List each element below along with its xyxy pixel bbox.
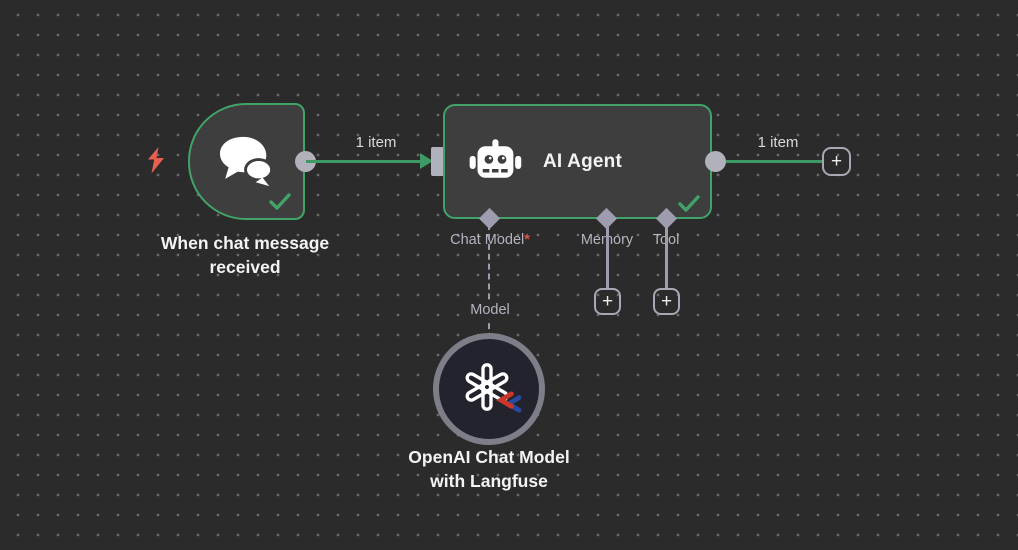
robot-icon (467, 138, 523, 185)
add-tool-button[interactable]: + (653, 288, 680, 315)
trigger-output-endpoint[interactable] (295, 151, 316, 172)
agent-node-title: AI Agent (543, 150, 623, 172)
connection-items-label: 1 item (757, 134, 799, 151)
required-asterisk: * (524, 232, 530, 248)
node-ai-agent[interactable]: AI Agent (443, 104, 712, 219)
model-connection-label: Model (465, 301, 515, 319)
connection-agent-output[interactable] (726, 160, 822, 163)
langfuse-badge-icon (496, 391, 523, 414)
model-connection-line[interactable] (488, 224, 490, 339)
model-node-label: OpenAI Chat Model with Langfuse (408, 447, 570, 491)
agent-input-endpoint[interactable] (431, 147, 444, 176)
add-memory-button[interactable]: + (594, 288, 621, 315)
chat-model-port-label: Chat Model* (450, 232, 530, 248)
node-when-chat-message-received[interactable] (188, 103, 305, 220)
success-check-icon (269, 193, 291, 210)
tool-port-stem (665, 224, 668, 290)
node-openai-chat-model[interactable] (433, 333, 545, 445)
connection-items-label: 1 item (355, 134, 397, 151)
agent-output-endpoint[interactable] (705, 151, 726, 172)
trigger-node-label: When chat message received (160, 233, 330, 277)
connection-arrow-icon (420, 153, 433, 169)
trigger-bolt-icon (146, 147, 166, 174)
success-check-icon (678, 195, 700, 212)
connection-trigger-to-agent[interactable] (306, 160, 421, 163)
add-node-button[interactable]: + (822, 147, 851, 176)
memory-port-stem (606, 224, 609, 290)
chat-bubbles-icon (216, 134, 278, 190)
